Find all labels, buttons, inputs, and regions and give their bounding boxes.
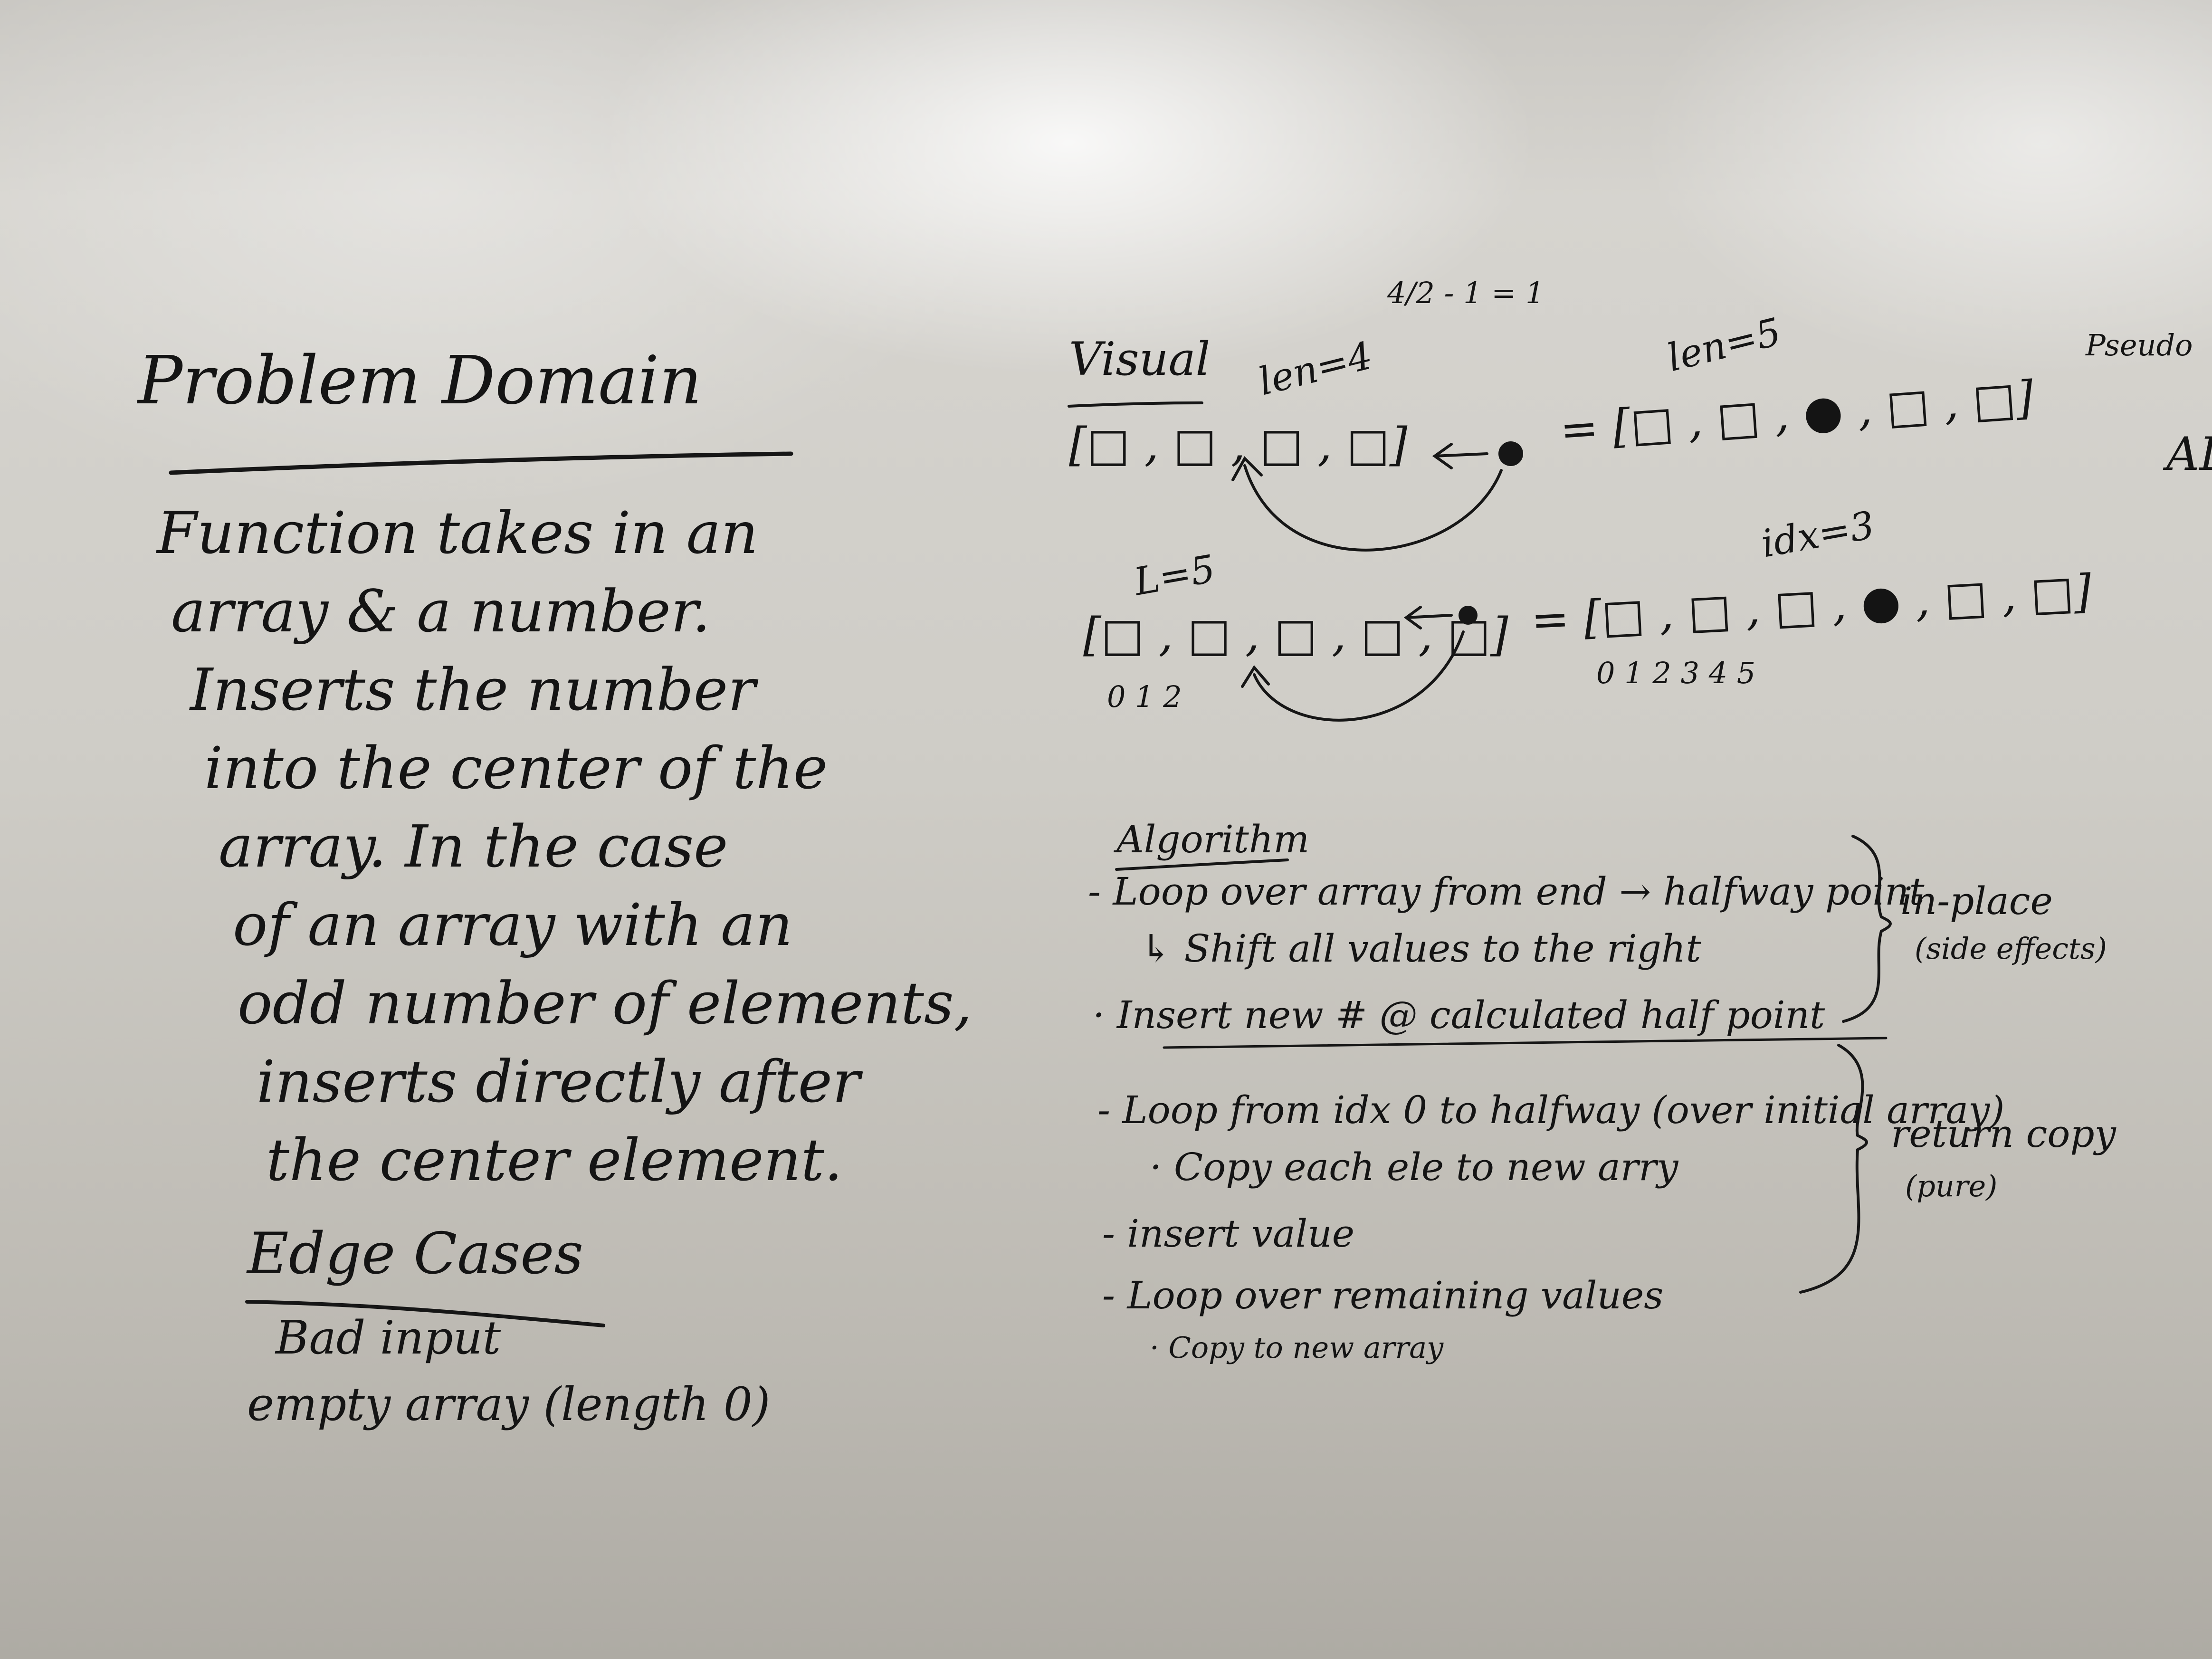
problem-domain-title: Problem Domain <box>138 342 702 420</box>
algorithm-step: · Copy each ele to new arry <box>1150 1145 1678 1189</box>
algorithm-step: · Copy to new array <box>1150 1330 1444 1365</box>
problem-line: array. In the case <box>219 813 728 880</box>
problem-line: array & a number. <box>171 578 711 645</box>
array-before: [□ , □ , □ , □] <box>1069 418 1408 471</box>
insert-arrowhead <box>1231 456 1263 481</box>
problem-line: Inserts the number <box>190 656 756 724</box>
brace-inplace <box>1842 835 1892 1023</box>
insert-arrow <box>1253 630 1465 722</box>
brace-pure <box>1799 1044 1868 1294</box>
algorithm-step: - Loop from idx 0 to halfway (over initi… <box>1097 1088 2005 1132</box>
pure-label: return copy <box>1891 1112 2116 1156</box>
inplace-note: (side effects) <box>1915 931 2107 966</box>
problem-line: into the center of the <box>204 734 828 802</box>
index-labels: 0 1 2 3 4 5 <box>1596 656 1756 690</box>
algorithm-step: - Loop over remaining values <box>1102 1273 1664 1317</box>
algorithm-divider <box>1163 1037 1888 1049</box>
visual-calc: 4/2 - 1 = 1 <box>1387 276 1545 310</box>
visual-title: Visual <box>1069 333 1211 386</box>
underline-problem-domain <box>169 451 793 475</box>
algorithm-step: - insert value <box>1102 1211 1355 1256</box>
underline-visual <box>1068 401 1203 408</box>
problem-line: Function takes in an <box>157 499 758 567</box>
insert-arrow <box>1243 464 1503 552</box>
problem-line: of an array with an <box>233 891 793 959</box>
inserted-dot <box>1498 441 1523 466</box>
insert-arrowhead <box>1241 665 1270 688</box>
problem-line: odd number of elements, <box>238 970 973 1037</box>
underline-algorithm <box>1115 858 1289 871</box>
point-arrow <box>1403 606 1453 629</box>
pseudo-heading: Pseudo <box>2086 328 2193 362</box>
inserted-dot <box>1459 606 1478 625</box>
algorithm-step: - Loop over array from end → halfway poi… <box>1088 869 1925 914</box>
underline-edge-cases <box>245 1300 605 1327</box>
algorithm-step: ↳ Shift all values to the right <box>1140 926 1701 971</box>
cut-off-text: AL <box>2166 428 2212 481</box>
algorithm-title: Algorithm <box>1116 817 1310 861</box>
point-arrow <box>1432 443 1488 469</box>
edge-case-item: empty array (length 0) <box>247 1378 771 1431</box>
algorithm-step: · Insert new # @ calculated half point <box>1093 993 1825 1037</box>
pure-note: (pure) <box>1905 1169 1998 1203</box>
edge-case-item: Bad input <box>276 1311 501 1364</box>
index-labels: 0 1 2 <box>1107 679 1182 714</box>
problem-line: inserts directly after <box>257 1048 860 1116</box>
edge-cases-title: Edge Cases <box>247 1221 583 1287</box>
problem-line: the center element. <box>266 1126 843 1194</box>
inplace-label: in-place <box>1900 879 2053 923</box>
